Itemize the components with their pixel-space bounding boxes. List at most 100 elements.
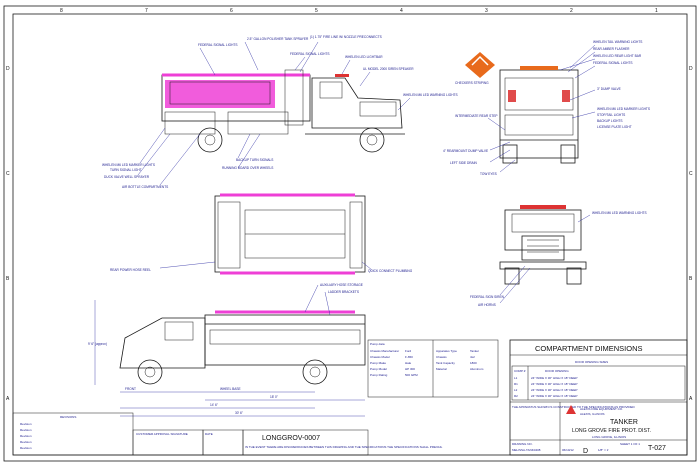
callout-air-horns: AIR HORNS xyxy=(478,303,496,307)
job-note: IN THE EVENT THERE ARE DISCREPANCIES BET… xyxy=(245,445,443,449)
spec-value: Hale xyxy=(405,361,412,365)
tank-panel xyxy=(169,81,271,105)
callout-stop-tail: STOP/TAIL LIGHTS xyxy=(597,113,625,117)
callout-air-bottle: AIR BOTTLE COMPARTMENTS xyxy=(122,185,168,189)
comp-cell: 24" WIDE X 30" HIGH X 18" DEEP xyxy=(531,388,578,392)
rear-view-truck xyxy=(465,52,579,164)
callout-rear-markers: WHELEN M6 LED MARKER LIGHTS xyxy=(597,107,650,111)
pump-panel xyxy=(284,69,304,126)
grid-number: 1 xyxy=(655,8,658,14)
leader-line xyxy=(499,265,526,296)
front-wheel xyxy=(359,127,385,153)
spec-value: Ford xyxy=(405,349,412,353)
sheet-id: T-027 xyxy=(648,445,666,452)
callout-backup-lights: BACKUP LIGHTS xyxy=(597,119,622,123)
revision-entry: Revision xyxy=(20,434,32,438)
company-name: ALEXIS FIRE EQUIPMENT CO. xyxy=(580,407,623,411)
leader-line xyxy=(487,117,506,131)
callout-ladder-brackets: LADDER BRACKETS xyxy=(328,290,359,294)
spec-key: Chassis xyxy=(436,355,447,359)
leader-line xyxy=(294,56,306,71)
lower-compartment xyxy=(164,111,216,135)
callout-turn-signal: TURN SIGNAL LIGHT xyxy=(110,168,142,172)
cab-window xyxy=(319,81,343,99)
callout-fire-line: (1) 1.75" FIRE LINE W/ NOZZLE PRECONNECT… xyxy=(310,35,382,39)
approval-date-label: DATE xyxy=(205,432,213,436)
profile-view-truck xyxy=(119,310,366,385)
grid-number: 8 xyxy=(60,8,63,14)
spec-value: 4x2 xyxy=(470,355,475,359)
cab-outline xyxy=(311,77,403,129)
grid-letter: D xyxy=(6,66,10,72)
revision-entry: Revision xyxy=(20,446,32,450)
callout-siren: FEDERAL SIGN SIREN xyxy=(470,295,505,299)
profile-rear-wheel xyxy=(302,359,328,385)
rear-panel xyxy=(504,77,574,111)
front-lightbar xyxy=(520,205,566,209)
plan-front-panel xyxy=(349,201,363,269)
callout-marker-lights: WHELEN M6 LED MARKER LIGHTS xyxy=(102,163,155,167)
spec-value: Aluminum xyxy=(470,367,484,371)
customer-approval-label: CUSTOMER APPROVAL SIGNATURE xyxy=(136,432,188,436)
spec-value: 500 GPM xyxy=(405,373,418,377)
callout-federal-rear: FEDERAL SIGNAL LIGHTS xyxy=(593,61,632,65)
spec-key: Pump Make xyxy=(370,361,386,365)
comp-cell: 24" WIDE X 30" HIGH X 18" DEEP xyxy=(531,376,578,380)
comp-cell: 24" WIDE X 30" HIGH X 18" DEEP xyxy=(531,394,578,398)
spec-key: Pump Rating xyxy=(370,373,388,377)
dim-cab-axle: 14' 6" xyxy=(210,403,218,407)
profile-front-wheel xyxy=(137,359,163,385)
leader-line xyxy=(397,97,411,111)
revision-entry: Revision xyxy=(20,428,32,432)
callout-tank-sprayer: 2.5" GALLON POLISHER TANK SPRAYER xyxy=(247,37,309,41)
grid-letter: B xyxy=(689,276,693,282)
front-tire-right xyxy=(566,267,582,285)
grid-numbers: 8 7 6 5 4 3 2 1 xyxy=(60,8,658,14)
rear-light-left xyxy=(508,90,516,102)
drawing-id-label: DRAWING NO. xyxy=(512,442,533,446)
leader-line xyxy=(237,133,251,159)
bottom-strip: REVISIONS Revision Revision Revision Rev… xyxy=(12,412,443,456)
spec-key: Pump Model xyxy=(370,367,387,371)
leader-line xyxy=(159,261,216,269)
compartment-subtitle: DOOR OPENING SIZES xyxy=(575,360,608,364)
profile-callouts: AUXILIARY HOSE STORAGE LADDER BRACKETS xyxy=(304,283,363,316)
tank-stripe xyxy=(165,80,275,108)
job-box xyxy=(242,429,369,456)
comp-cell: COMP # xyxy=(514,369,526,373)
dim-wheelbase: WHEEL BASE xyxy=(220,387,241,391)
specs-header: Pump data xyxy=(370,342,385,346)
spec-key: Tank Capacity xyxy=(436,361,455,365)
front-bumper xyxy=(499,261,587,270)
leader-line xyxy=(199,47,216,76)
profile-band xyxy=(209,329,361,345)
grid-number: 7 xyxy=(145,8,148,14)
dimension-lines: 9' 6" (approx) WHEEL BASE FRONT 18' 0" 1… xyxy=(88,300,365,417)
comp-cell: L1 xyxy=(514,376,518,380)
leader-line xyxy=(359,71,371,87)
dim-tank: 18' 0" xyxy=(270,395,278,399)
profile-body xyxy=(204,314,366,366)
leader-line xyxy=(304,284,319,313)
chevron-striping xyxy=(465,52,495,78)
grid-letter: A xyxy=(6,396,10,402)
callout-left-drain: LEFT SIDE DRAIN xyxy=(450,161,478,165)
grid-letter: C xyxy=(6,171,10,177)
callout-warning-lights: WHELEN M6 LED WARNING LIGHTS xyxy=(403,93,458,97)
spec-key: Chassis Model xyxy=(370,355,390,359)
title-block: COMPARTMENT DIMENSIONS DOOR OPENING SIZE… xyxy=(509,339,688,456)
plan-callouts: REAR POWER HOSE REEL QUICK CONNECT PLUMB… xyxy=(110,261,413,273)
chevron-mark xyxy=(471,55,489,66)
leader-line xyxy=(137,133,171,176)
leader-line xyxy=(574,65,596,79)
profile-cab xyxy=(119,317,206,369)
revision-entry: Revision xyxy=(20,422,32,426)
side-view-truck xyxy=(161,69,405,153)
dim-overall: 30' 6" xyxy=(235,411,243,415)
job-number: LONGGROV-0007 xyxy=(262,435,320,442)
grid-number: 2 xyxy=(570,8,573,14)
spec-key: Material xyxy=(436,367,447,371)
leader-line xyxy=(237,133,261,169)
callout-backup-turn: BACKUP TURN SIGNALS xyxy=(236,158,273,162)
